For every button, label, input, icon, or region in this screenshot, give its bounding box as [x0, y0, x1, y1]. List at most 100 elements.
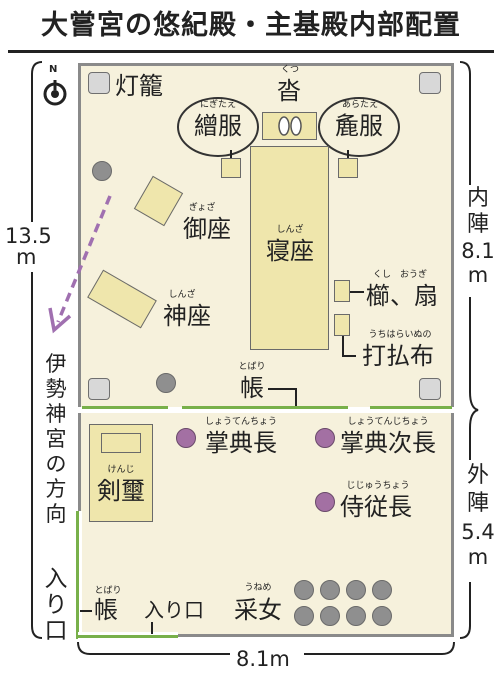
aratae-oval	[318, 97, 400, 157]
tobari-bottom-ruby: とばり	[94, 586, 122, 596]
corner-lantern-top-right	[419, 72, 441, 94]
width-label-bg	[230, 645, 304, 673]
comb-fan-connector	[350, 291, 364, 293]
corner-lantern-bottom-right	[419, 378, 441, 400]
entrance-char: 口	[44, 618, 68, 644]
gejin-char: 陣	[466, 491, 489, 516]
uneme-seat	[346, 606, 366, 626]
gyoza-label: 御座	[183, 215, 231, 243]
gejin-value: 5.4	[461, 520, 495, 544]
tobari-top-ruby: とばり	[238, 362, 266, 372]
naijin-label: 内 陣 8.1 m	[460, 186, 496, 286]
uneme-seat	[372, 606, 392, 626]
entrance-char: 入	[44, 566, 68, 592]
uneme-seat	[372, 580, 392, 600]
uneme-seat	[294, 580, 314, 600]
aratae-ruby: あらたえ	[341, 100, 378, 110]
lantern-inner-lower	[156, 373, 176, 393]
tobari-top-connector-v	[295, 388, 297, 406]
uneme-seat	[320, 580, 340, 600]
entrance-bottom-label: 入り口	[144, 598, 204, 622]
bottom-curtain-line	[78, 635, 178, 638]
diagram-title: 大嘗宮の悠紀殿・主基殿内部配置	[41, 10, 461, 41]
ise-char: 神	[45, 402, 67, 426]
comb-fan-label: 櫛、扇	[366, 282, 438, 310]
uneme-label: 采女	[234, 596, 282, 624]
depth-bracket-right	[456, 60, 480, 640]
bed-label: 寝座	[266, 237, 314, 265]
ise-char: 向	[45, 502, 67, 526]
inner-outer-divider	[78, 407, 454, 413]
shoutenchou-label: 掌典長	[205, 429, 277, 457]
entrance-side-text: 入 り 口	[44, 566, 68, 644]
uchiharai-label: 打払布	[362, 342, 434, 370]
entrance-char: り	[44, 592, 68, 618]
ise-char: の	[45, 452, 67, 476]
naijin-label-bg	[460, 185, 496, 297]
uneme-seat	[294, 606, 314, 626]
gejin-char: 外	[466, 463, 489, 488]
lantern-label: 灯籠	[115, 72, 163, 100]
total-depth-unit: m	[16, 245, 37, 269]
ise-direction-text: 伊 勢 神 宮 の 方 向	[44, 352, 68, 527]
uchiharai-connector-h	[342, 355, 356, 357]
ise-char: 伊	[45, 352, 67, 376]
curtain-line-middle	[182, 406, 348, 409]
entrance-curtain-vertical	[76, 511, 79, 639]
ise-char: 勢	[45, 377, 67, 401]
total-depth-label-bg	[4, 222, 44, 272]
ise-char: 方	[45, 477, 67, 501]
jijuuchou-marker	[315, 492, 335, 512]
shoes-label: 沓	[277, 77, 301, 105]
kenji-mat	[89, 424, 153, 522]
title-underline	[8, 50, 494, 53]
uneme-seat	[346, 580, 366, 600]
shoes-mat	[262, 112, 317, 140]
bed-ruby: しんざ	[276, 225, 304, 235]
naijin-value: 8.1	[461, 239, 495, 263]
aratae-connector	[347, 150, 349, 158]
total-depth-bracket	[22, 60, 46, 642]
shoutenjichou-ruby: しょうてんじちょう	[347, 417, 429, 427]
naijin-unit: m	[467, 263, 489, 287]
tobari-bottom-connector	[80, 610, 92, 612]
nigitae-label: 繒服	[194, 112, 242, 140]
shoutenjichou-label: 掌典次長	[340, 429, 436, 457]
nigitae-connector	[230, 150, 232, 158]
naijin-char: 陣	[466, 212, 489, 237]
compass-letter: N	[49, 64, 58, 75]
shinza-ruby: しんざ	[168, 290, 196, 300]
total-depth-value: 13.5	[5, 224, 52, 248]
tobari-top-connector-h	[268, 388, 296, 390]
uchiharai-ruby: うちはらいぬの	[368, 330, 432, 340]
jijuuchou-ruby: じじゅうちょう	[346, 481, 410, 491]
comb-fan-ruby: くし おうぎ	[372, 270, 427, 280]
uchiharai-connector-v	[342, 336, 344, 356]
tobari-bottom-label: 帳	[94, 596, 118, 624]
width-label: 8.1m	[236, 647, 290, 671]
gejin-label: 外 陣 5.4 m	[460, 462, 496, 568]
shoutenchou-marker	[176, 428, 196, 448]
ise-char: 宮	[45, 427, 67, 451]
kenji-inner-box	[101, 433, 141, 453]
entrance-bottom-connector	[151, 622, 153, 634]
nigitae-ruby: にぎたえ	[199, 100, 236, 110]
curtain-line-left	[82, 406, 168, 409]
ise-direction-arrow-icon	[40, 190, 120, 340]
gejin-unit: m	[467, 545, 489, 569]
nigitae-oval	[177, 97, 259, 157]
shoes-icon	[276, 114, 304, 138]
curtain-line-right	[370, 406, 452, 409]
north-arrow-icon	[40, 68, 70, 110]
corner-lantern-bottom-left	[88, 378, 110, 400]
shoutenjichou-marker	[315, 428, 335, 448]
kenji-ruby: けんじ	[107, 465, 135, 475]
kenji-label: 剣璽	[97, 477, 145, 505]
uneme-ruby: うねめ	[244, 583, 272, 593]
bed-mat	[250, 146, 329, 350]
uneme-seat	[320, 606, 340, 626]
shoes-ruby: くつ	[280, 65, 299, 75]
shoutenchou-ruby: しょうてんちょう	[204, 417, 277, 427]
corner-lantern-top-left	[88, 72, 110, 94]
lantern-inner-upper	[92, 161, 112, 181]
